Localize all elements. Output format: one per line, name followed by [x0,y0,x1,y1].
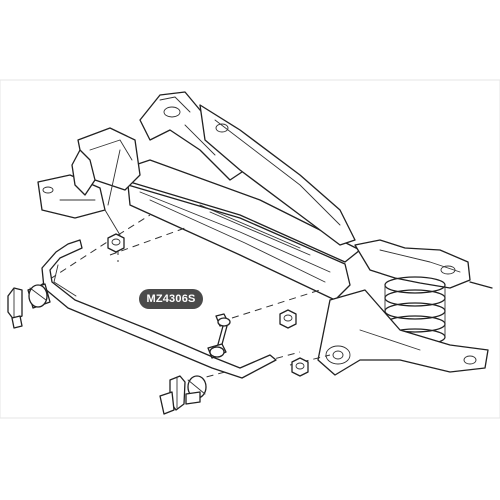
right-bushing-clamp [159,375,207,415]
right-upper-arm [199,104,356,246]
subframe-crossmember [119,159,361,301]
left-bushing-clamp [7,283,51,329]
lower-control-arm [317,289,489,376]
nut-lower [291,357,309,377]
right-knuckle [354,239,493,289]
left-trailing-link [71,149,121,206]
nut-middle [279,309,297,329]
stabilizer-bar [41,239,277,379]
nut-top [107,233,125,253]
stabilizer-link [207,313,231,359]
part-number-badge: MZ4306S [139,289,203,309]
